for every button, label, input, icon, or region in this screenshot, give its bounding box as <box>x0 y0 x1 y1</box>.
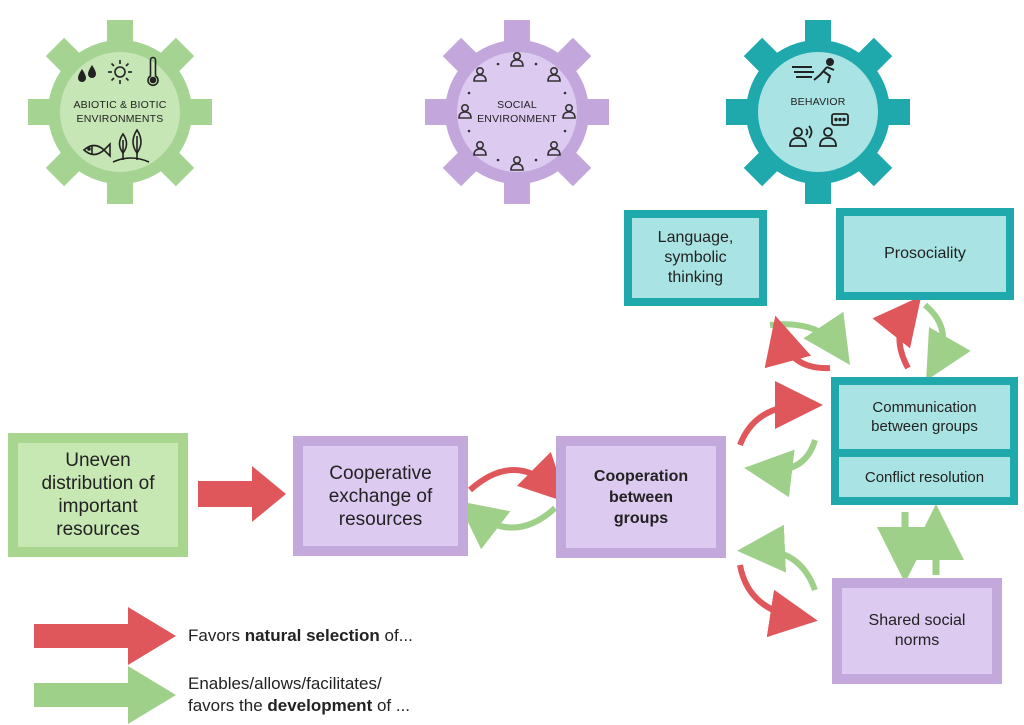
behavior-gear <box>726 20 910 204</box>
social-gear-label: SOCIAL ENVIRONMENT <box>457 98 577 126</box>
box-communication-conflict: Communication between groups Conflict re… <box>831 377 1018 505</box>
cooperation-line-3: groups <box>613 509 669 527</box>
legend-green-bold: development <box>267 696 373 715</box>
cooperative-line-2: exchange of <box>328 485 433 507</box>
person-ring-icon <box>458 52 576 171</box>
legend-green-after: of ... <box>372 696 411 715</box>
box-cooperative-exchange: Cooperative exchange of resources <box>293 436 468 556</box>
red-arrow-cooperation-to-communication <box>737 381 823 447</box>
legend-green-before: favors the <box>188 696 268 715</box>
red-arrow-cooperative-to-cooperation <box>468 451 568 503</box>
speaking-person-icon <box>789 125 813 147</box>
box-language-inner: Language, symbolic thinking <box>632 218 759 298</box>
box-cooperation-inner: Cooperation between groups <box>566 446 716 548</box>
box-cooperation-between-groups: Cooperation between groups <box>556 436 726 558</box>
uneven-line-1: Uneven <box>65 450 131 471</box>
sun-icon <box>108 60 132 84</box>
norms-line-2: norms <box>894 632 940 649</box>
communication-line-1: Communication <box>872 399 977 416</box>
cooperation-line-1: Cooperation <box>593 467 689 485</box>
cooperative-line-1: Cooperative <box>329 462 432 484</box>
drops-icon <box>78 65 96 82</box>
social-gear <box>425 20 609 204</box>
box-shared-social-norms: Shared social norms <box>832 578 1002 684</box>
running-person-icon <box>792 58 835 84</box>
green-arrow-communication-to-cooperation <box>744 439 818 498</box>
thermometer-icon <box>147 56 159 87</box>
language-line-1: Language, <box>657 229 734 246</box>
box-norms-inner: Shared social norms <box>842 588 992 674</box>
legend-green-line1: Enables/allows/facilitates/ <box>188 674 382 693</box>
norms-line-1: Shared social <box>868 612 966 629</box>
green-arrow-prosociality-to-communication <box>923 302 971 381</box>
prosociality-line-1: Prosociality <box>884 245 966 262</box>
fish-icon <box>82 142 111 158</box>
legend-red-text: Favors natural selection of... <box>188 625 413 647</box>
trees-icon <box>112 128 150 163</box>
legend-red-bold: natural selection <box>244 626 380 645</box>
legend-red-after: of... <box>379 626 413 645</box>
green-arrow-norms-to-cooperation <box>737 524 818 592</box>
green-arrow-cooperation-to-cooperative <box>457 501 558 550</box>
box-uneven-distribution: Uneven distribution of important resourc… <box>8 433 188 557</box>
cooperation-line-2: between <box>608 488 673 506</box>
box-language: Language, symbolic thinking <box>624 210 767 306</box>
social-gear-label-line2: ENVIRONMENT <box>477 113 557 125</box>
legend-green-arrow <box>34 666 176 724</box>
legend-red-arrow <box>34 607 176 665</box>
box-cooperative-inner: Cooperative exchange of resources <box>303 446 458 546</box>
cooperative-line-3: resources <box>338 508 423 530</box>
red-arrow-communication-to-prosociality <box>872 295 922 370</box>
legend-green-line2: favors the development of ... <box>188 695 410 717</box>
language-line-2: symbolic <box>664 249 727 266</box>
legend-green-text: Enables/allows/facilitates/ favors the d… <box>188 673 410 717</box>
conflict-line-1: Conflict resolution <box>864 468 985 486</box>
uneven-line-4: resources <box>56 519 140 540</box>
red-arrow-uneven-to-cooperative <box>198 466 286 522</box>
uneven-line-2: distribution of <box>41 473 155 494</box>
communication-line-2: between groups <box>871 418 978 435</box>
box-prosociality: Prosociality <box>836 208 1014 300</box>
box-conflict-inner: Conflict resolution <box>839 457 1010 497</box>
red-arrow-cooperation-to-norms <box>737 564 818 638</box>
language-line-3: thinking <box>667 269 724 286</box>
uneven-line-3: important <box>58 496 138 517</box>
red-arrow-communication-to-language <box>764 315 831 372</box>
abiotic-gear-label: ABIOTIC & BIOTIC ENVIRONMENTS <box>60 98 180 126</box>
box-communication-inner: Communication between groups <box>839 385 1010 449</box>
box-uneven-inner: Uneven distribution of important resourc… <box>18 443 178 547</box>
abiotic-gear-label-line1: ABIOTIC & BIOTIC <box>73 99 167 111</box>
box-prosociality-inner: Prosociality <box>844 216 1006 292</box>
behavior-gear-label: BEHAVIOR <box>790 96 846 108</box>
chat-person-icon <box>819 113 849 147</box>
abiotic-gear-label-line2: ENVIRONMENTS <box>76 113 164 125</box>
social-gear-label-line1: SOCIAL <box>497 99 537 111</box>
legend-red-before: Favors <box>188 626 245 645</box>
